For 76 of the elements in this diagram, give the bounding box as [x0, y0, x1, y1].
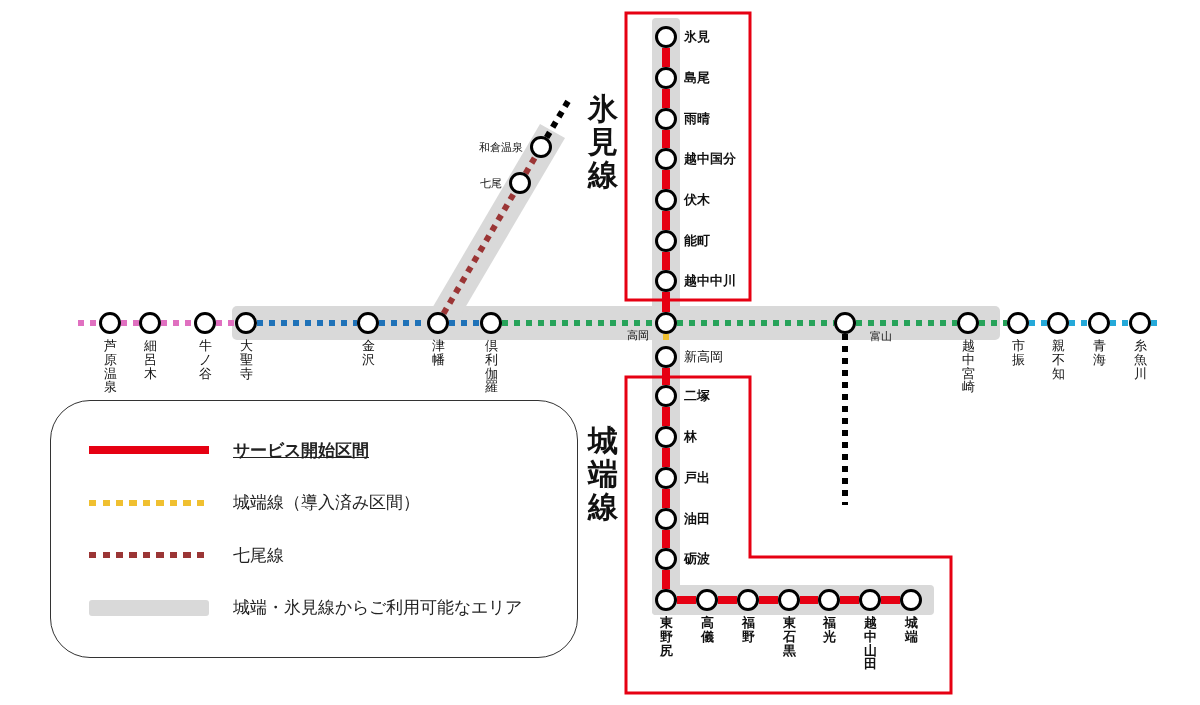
- track-line: [662, 530, 670, 548]
- station-name: 福野: [741, 616, 755, 644]
- station-name: 島尾: [684, 69, 710, 87]
- station-name: 親不知: [1051, 339, 1065, 381]
- station-name: 細呂木: [143, 339, 157, 381]
- track-line: [718, 596, 737, 604]
- track-line: [677, 596, 696, 604]
- track-line: [121, 320, 139, 326]
- station-name: 林: [684, 428, 697, 446]
- line-name: 城端線: [588, 424, 618, 523]
- track-line: [662, 292, 670, 312]
- legend-label: サービス開始区間: [233, 438, 369, 462]
- line-name: 氷見線: [588, 92, 618, 191]
- station-name: 越中宮崎: [961, 339, 975, 394]
- station-name: 砺波: [684, 550, 710, 568]
- track-line: [662, 407, 670, 426]
- station-name: 二塚: [684, 387, 710, 405]
- station-name: 戸出: [684, 469, 710, 487]
- track-line: [522, 155, 539, 175]
- track-line: [662, 252, 670, 270]
- track-line: [1029, 320, 1047, 326]
- station-name: 高岡: [627, 328, 649, 343]
- station-name: 倶利伽羅: [484, 339, 498, 394]
- station-name: 雨晴: [684, 110, 710, 128]
- track-line: [78, 320, 99, 326]
- track-line: [979, 320, 1007, 326]
- track-line: [1069, 320, 1088, 326]
- station-name: 津幡: [431, 339, 445, 367]
- track-line: [502, 320, 655, 326]
- track-line: [440, 190, 518, 316]
- legend-label: 城端・氷見線からご利用可能なエリア: [233, 596, 522, 620]
- track-line: [662, 89, 670, 108]
- track-line: [842, 334, 848, 505]
- station-name: 高儀: [700, 616, 714, 644]
- track-line: [759, 596, 778, 604]
- station-name: 新高岡: [684, 348, 723, 366]
- track-line: [1110, 320, 1129, 326]
- station-name: 青海: [1092, 339, 1106, 367]
- station-name: 大聖寺: [239, 339, 253, 381]
- track-line: [257, 320, 357, 326]
- track-line: [161, 320, 194, 326]
- station-name: 東野尻: [659, 616, 673, 658]
- track-line: [216, 320, 235, 326]
- station-name: 城端: [904, 616, 918, 644]
- legend-label: 七尾線: [233, 543, 284, 567]
- station-name: 越中山田: [863, 616, 877, 671]
- station-name: 七尾: [480, 175, 502, 191]
- track-line: [662, 489, 670, 508]
- track-line: [881, 596, 900, 604]
- track-line: [662, 130, 670, 148]
- station-name: 市振: [1011, 339, 1025, 367]
- legend-label: 城端線（導入済み区間）: [233, 491, 420, 515]
- station-name: 越中中川: [684, 272, 736, 290]
- track-line: [662, 448, 670, 467]
- track-line: [662, 48, 670, 67]
- station-name: 福光: [822, 616, 836, 644]
- track-line: [800, 596, 818, 604]
- track-line: [856, 320, 957, 326]
- track-line: [662, 570, 670, 589]
- track-line: [840, 596, 859, 604]
- station-name: 芦原温泉: [103, 339, 117, 394]
- station-name: 東石黒: [782, 616, 796, 658]
- station-name: 和倉温泉: [479, 139, 523, 155]
- track-line: [662, 368, 670, 385]
- station-name: 油田: [684, 510, 710, 528]
- track-line: [662, 170, 670, 189]
- station-name: 能町: [684, 232, 710, 250]
- station-name: 富山: [870, 329, 892, 344]
- station-name: 牛ノ谷: [198, 339, 212, 381]
- station-name: 金沢: [361, 339, 375, 367]
- track-line: [662, 211, 670, 230]
- station-name: 伏木: [684, 191, 710, 209]
- station-name: 糸魚川: [1133, 339, 1147, 381]
- station-name: 氷見: [684, 28, 710, 46]
- track-line: [449, 320, 480, 326]
- station-name: 越中国分: [684, 150, 736, 168]
